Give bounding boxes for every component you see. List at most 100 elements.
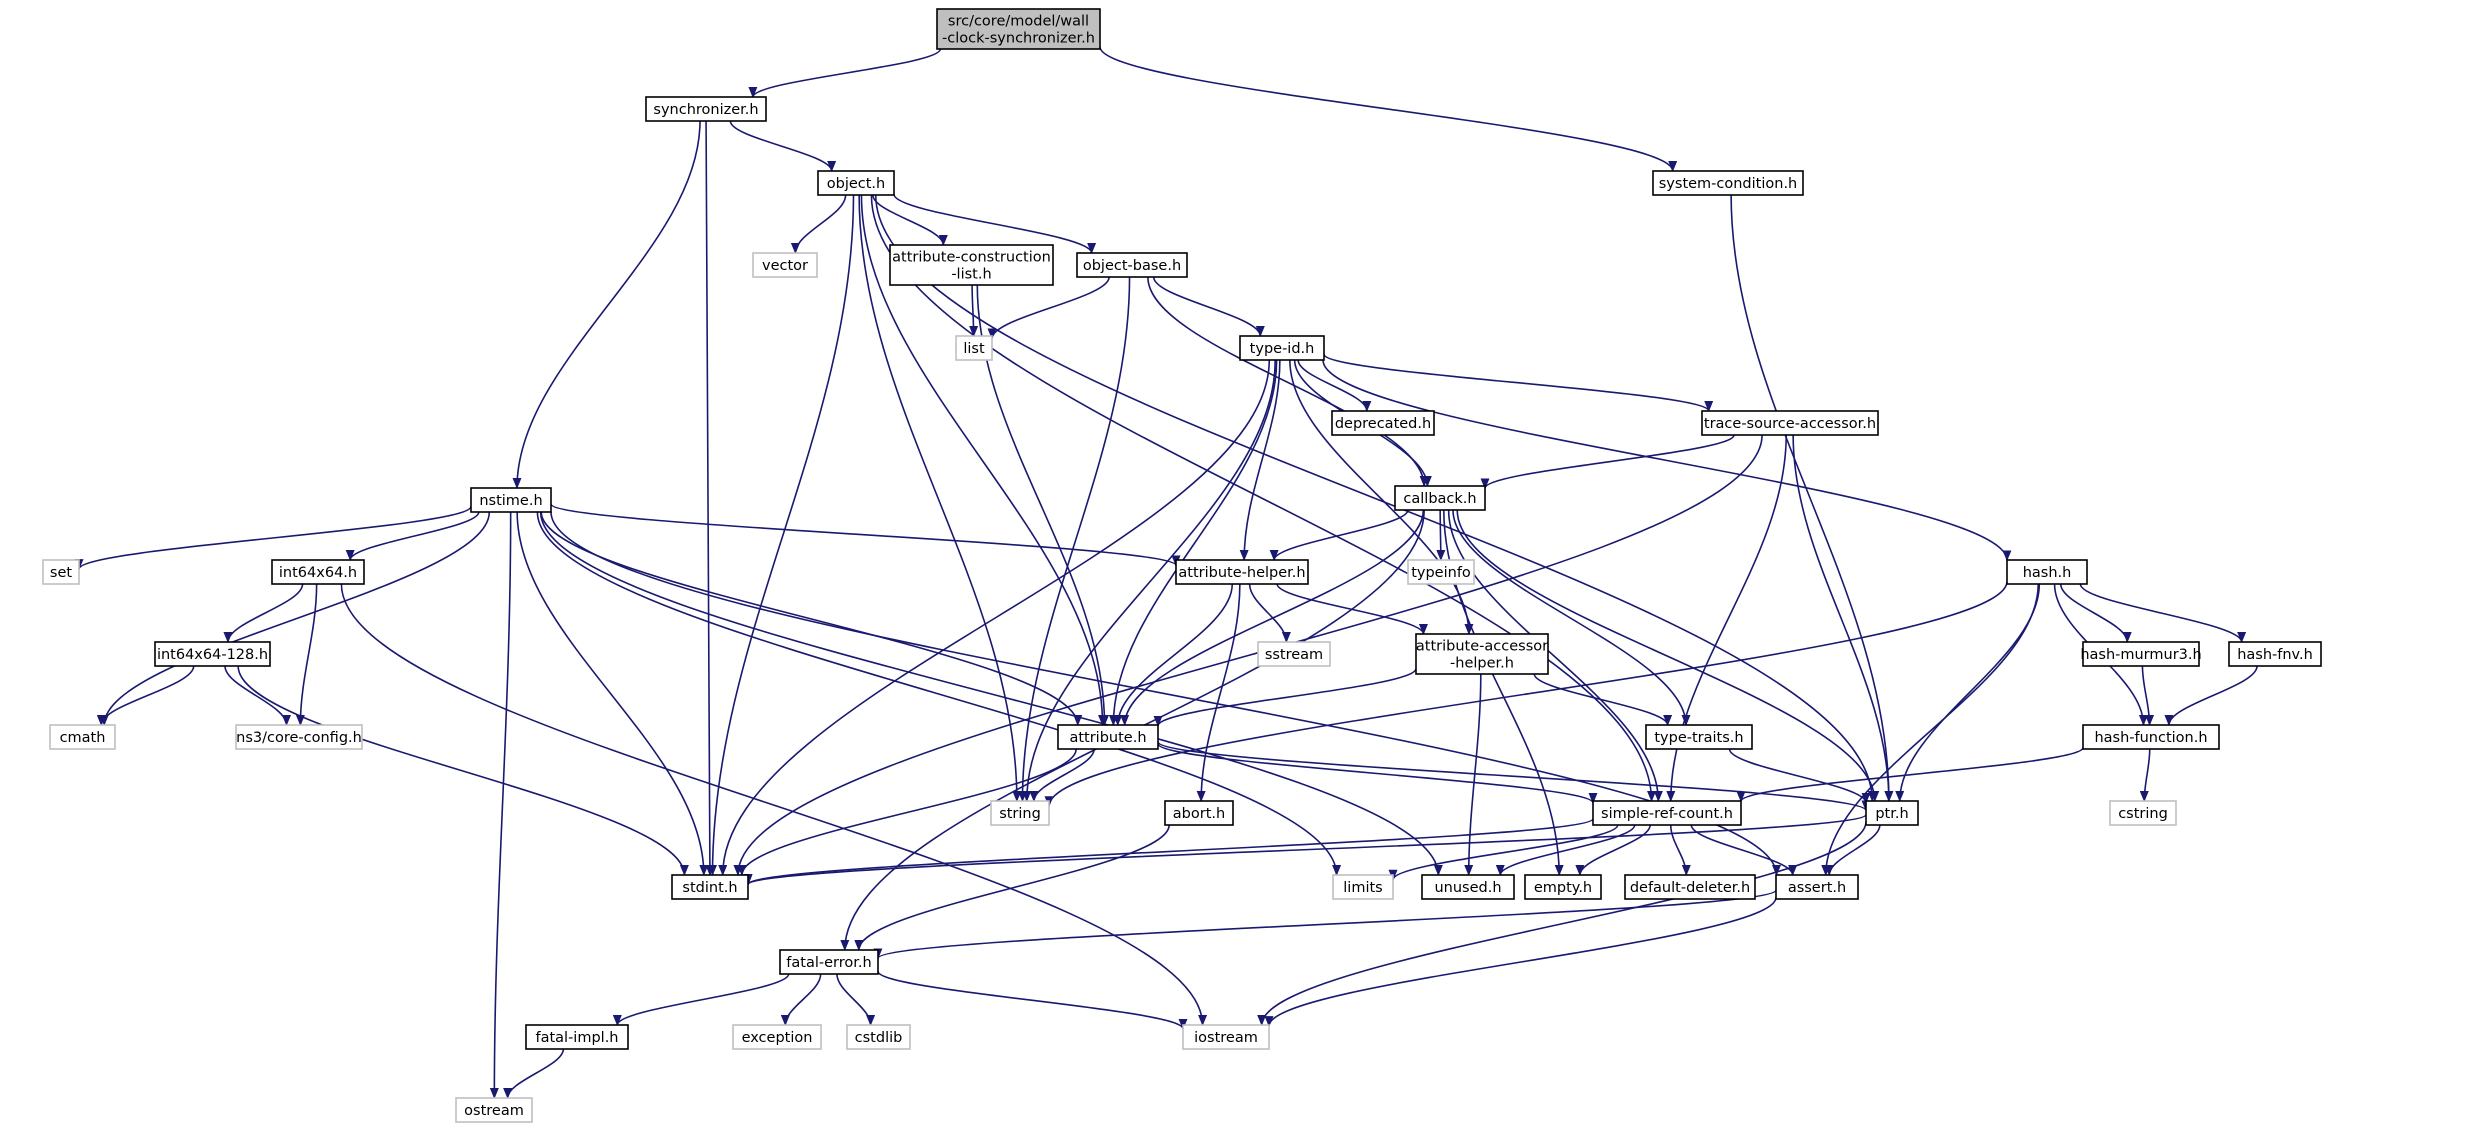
node-box-hash-fnv <box>2228 641 2322 667</box>
node-unused[interactable]: unused.h <box>1421 874 1515 900</box>
edge-simple-ref-count-to-empty <box>1575 824 1651 876</box>
edge-attribute-accessor-helper-to-type-traits <box>1533 673 1673 726</box>
node-empty[interactable]: empty.h <box>1524 874 1602 900</box>
edge-nstime-to-set <box>74 505 472 571</box>
node-label-exception: exception <box>742 1030 813 1046</box>
edge-type-id-to-attribute <box>1108 359 1278 726</box>
node-deprecated[interactable]: deprecated.h <box>1331 410 1435 436</box>
node-abort[interactable]: abort.h <box>1164 800 1234 826</box>
node-stdint[interactable]: stdint.h <box>671 874 749 900</box>
node-label-unused: unused.h <box>1434 880 1501 896</box>
node-fatal-impl[interactable]: fatal-impl.h <box>525 1024 629 1050</box>
node-object[interactable]: object.h <box>817 170 895 196</box>
node-box-ptr <box>1865 800 1919 826</box>
edge-nstime-to-attribute <box>540 511 1083 726</box>
edge-nstime-to-int64x64 <box>345 511 480 561</box>
edge-int64x64-128-to-cmath <box>96 665 195 726</box>
edge-nstime-to-attribute-helper <box>550 503 1181 567</box>
node-iostream[interactable]: iostream <box>1182 1024 1270 1050</box>
node-label-callback: callback.h <box>1403 491 1476 507</box>
node-label-attribute-construction-list: -list.h <box>951 267 991 283</box>
node-int64x64[interactable]: int64x64.h <box>271 559 365 585</box>
node-callback[interactable]: callback.h <box>1394 485 1486 511</box>
node-limits[interactable]: limits <box>1332 874 1394 900</box>
node-label-trace-source-accessor: trace-source-accessor.h <box>1704 416 1876 432</box>
edge-object-to-string <box>858 194 1022 802</box>
node-label-int64x64: int64x64.h <box>279 565 357 581</box>
node-set[interactable]: set <box>42 559 80 585</box>
node-ptr[interactable]: ptr.h <box>1865 800 1919 826</box>
edge-hash-function-to-cstring <box>2139 748 2151 802</box>
node-simple-ref-count[interactable]: simple-ref-count.h <box>1592 800 1742 826</box>
edge-trace-source-accessor-to-stdint <box>733 434 1763 876</box>
edge-nstime-to-stdint <box>516 511 709 876</box>
node-fatal-error[interactable]: fatal-error.h <box>779 949 879 975</box>
node-attribute-construction-list[interactable]: attribute-construction-list.h <box>889 244 1054 286</box>
node-ostream[interactable]: ostream <box>455 1097 533 1123</box>
node-label-synchronizer: synchronizer.h <box>653 102 758 118</box>
node-label-type-id: type-id.h <box>1250 341 1315 357</box>
node-box-hash-murmur3 <box>2082 641 2200 667</box>
node-object-base[interactable]: object-base.h <box>1076 252 1188 278</box>
node-label-cmath: cmath <box>60 730 106 746</box>
node-label-fatal-error: fatal-error.h <box>786 955 871 971</box>
node-box-trace-source-accessor <box>1701 410 1879 436</box>
node-list[interactable]: list <box>955 335 993 361</box>
node-box-fatal-error <box>779 949 879 975</box>
node-nstime[interactable]: nstime.h <box>470 487 552 513</box>
edge-attribute-helper-to-attribute <box>1113 583 1234 726</box>
node-attribute-helper[interactable]: attribute-helper.h <box>1175 559 1309 585</box>
node-label-default-deleter: default-deleter.h <box>1630 880 1750 896</box>
edge-trace-source-accessor-to-callback <box>1480 434 1735 490</box>
node-box-ostream <box>455 1097 533 1123</box>
node-box-cstdlib <box>846 1024 911 1050</box>
node-attribute-accessor-helper[interactable]: attribute-accessor-helper.h <box>1415 633 1549 675</box>
node-label-set: set <box>50 565 72 581</box>
node-label-attribute-accessor-helper: attribute-accessor <box>1416 639 1548 655</box>
node-trace-source-accessor[interactable]: trace-source-accessor.h <box>1701 410 1879 436</box>
node-typeinfo[interactable]: typeinfo <box>1407 559 1475 585</box>
node-cstdlib[interactable]: cstdlib <box>846 1024 911 1050</box>
node-assert[interactable]: assert.h <box>1775 874 1859 900</box>
node-exception[interactable]: exception <box>732 1024 822 1050</box>
node-box-cmath <box>49 724 116 750</box>
node-label-object-base: object-base.h <box>1083 258 1181 274</box>
node-string[interactable]: string <box>990 800 1050 826</box>
node-box-sstream <box>1257 641 1331 667</box>
node-box-set <box>42 559 80 585</box>
node-box-vector <box>752 252 818 278</box>
node-vector[interactable]: vector <box>752 252 818 278</box>
node-ns3-core-config[interactable]: ns3/core-config.h <box>235 724 363 750</box>
node-box-default-deleter <box>1624 874 1756 900</box>
edge-nstime-to-limits <box>536 511 1342 876</box>
node-attribute[interactable]: attribute.h <box>1057 724 1159 750</box>
node-label-abort: abort.h <box>1173 806 1225 822</box>
node-sstream[interactable]: sstream <box>1257 641 1331 667</box>
node-hash[interactable]: hash.h <box>2006 559 2088 585</box>
node-box-string <box>990 800 1050 826</box>
node-system-condition[interactable]: system-condition.h <box>1652 170 1804 196</box>
edge-simple-ref-count-to-limits <box>1388 824 1619 881</box>
node-label-root: -clock-synchronizer.h <box>942 31 1095 47</box>
node-box-typeinfo <box>1407 559 1475 585</box>
node-box-simple-ref-count <box>1592 800 1742 826</box>
node-int64x64-128[interactable]: int64x64-128.h <box>154 641 271 667</box>
node-box-list <box>955 335 993 361</box>
node-type-traits[interactable]: type-traits.h <box>1645 724 1753 750</box>
node-default-deleter[interactable]: default-deleter.h <box>1624 874 1756 900</box>
node-root[interactable]: src/core/model/wall-clock-synchronizer.h <box>936 8 1101 50</box>
node-label-system-condition: system-condition.h <box>1659 176 1798 192</box>
node-box-exception <box>732 1024 822 1050</box>
node-cstring[interactable]: cstring <box>2109 800 2177 826</box>
node-hash-murmur3[interactable]: hash-murmur3.h <box>2080 641 2202 667</box>
edge-fatal-error-to-iostream <box>877 970 1188 1030</box>
node-hash-function[interactable]: hash-function.h <box>2082 724 2220 750</box>
node-label-assert: assert.h <box>1788 880 1846 896</box>
edge-root-to-synchronizer <box>748 48 942 98</box>
node-hash-fnv[interactable]: hash-fnv.h <box>2228 641 2322 667</box>
node-cmath[interactable]: cmath <box>49 724 116 750</box>
node-type-id[interactable]: type-id.h <box>1239 335 1325 361</box>
edge-callback-to-ptr <box>1456 509 1880 802</box>
edge-object-to-vector <box>790 194 847 254</box>
node-synchronizer[interactable]: synchronizer.h <box>645 96 767 122</box>
